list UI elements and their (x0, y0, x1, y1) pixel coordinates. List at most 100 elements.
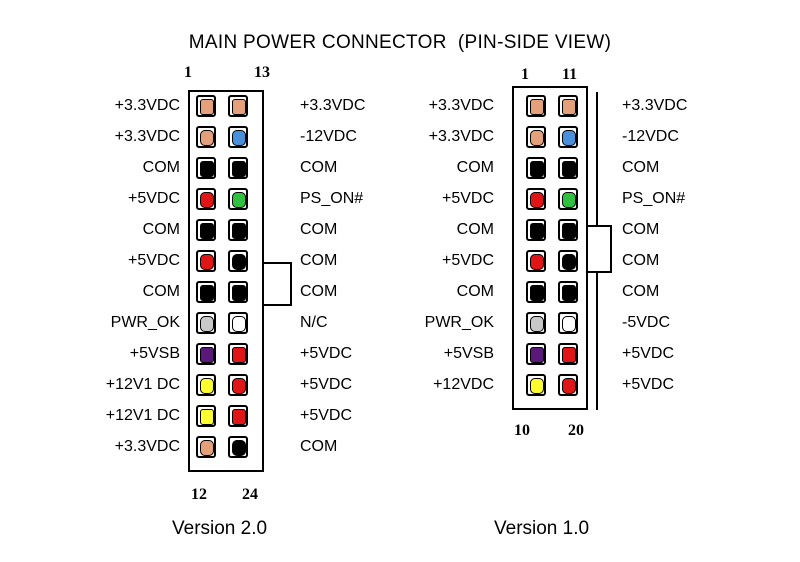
pin-right (228, 95, 248, 117)
pin-label-right: +3.3VDC (300, 97, 366, 114)
pin-left-wire-color (200, 409, 214, 425)
pin-number-bottom-left: 10 (514, 422, 530, 439)
pin-label-right: COM (300, 221, 338, 238)
pin-left-wire-color (530, 347, 544, 363)
pin-label-left: +5VDC (441, 252, 494, 269)
pin-left (526, 281, 546, 303)
pin-left-wire-color (200, 99, 214, 115)
pin-label-left: +5VDC (127, 190, 180, 207)
pin-right (558, 157, 578, 179)
pin-label-left: PWR_OK (424, 314, 494, 331)
pin-label-right: COM (300, 252, 338, 269)
pin-right (228, 436, 248, 458)
pin-right-wire-color (562, 223, 576, 239)
pin-left-wire-color (530, 378, 544, 394)
pin-label-left: +5VSB (129, 345, 180, 362)
pin-right-wire-color (232, 347, 246, 363)
pin-label-left: +3.3VDC (114, 438, 180, 455)
pin-label-right: COM (622, 159, 660, 176)
pin-label-right: +5VDC (622, 345, 675, 362)
pin-label-right: -12VDC (300, 128, 357, 145)
pin-number-bottom-right: 20 (568, 422, 584, 439)
pin-left-wire-color (200, 440, 214, 456)
pin-right (558, 374, 578, 396)
pin-left (196, 281, 216, 303)
pin-right (558, 343, 578, 365)
pin-right (228, 374, 248, 396)
pin-left (196, 436, 216, 458)
pin-left (196, 95, 216, 117)
pin-label-left: +3.3VDC (428, 97, 494, 114)
pin-label-left: +12V1 DC (105, 376, 180, 393)
pin-label-right: COM (622, 221, 660, 238)
pin-left-wire-color (530, 285, 544, 301)
pin-right (558, 188, 578, 210)
pin-label-right: +5VDC (300, 407, 353, 424)
pin-right (558, 312, 578, 334)
pin-left (526, 95, 546, 117)
pin-left-wire-color (200, 223, 214, 239)
pin-label-right: PS_ON# (622, 190, 686, 207)
pin-label-right: -12VDC (622, 128, 679, 145)
version-label: Version 1.0 (494, 518, 590, 539)
pin-label-left: +5VDC (127, 252, 180, 269)
pin-left (196, 126, 216, 148)
pin-left (526, 312, 546, 334)
pin-right (228, 219, 248, 241)
pin-label-left: COM (142, 159, 180, 176)
pin-left-wire-color (200, 347, 214, 363)
pin-label-right: COM (622, 283, 660, 300)
pin-right-wire-color (232, 409, 246, 425)
pin-left-wire-color (530, 130, 544, 146)
pin-left-wire-color (200, 378, 214, 394)
pin-left (526, 188, 546, 210)
pin-left (196, 219, 216, 241)
pin-label-right: -5VDC (622, 314, 671, 331)
pin-right (228, 312, 248, 334)
pin-right (228, 157, 248, 179)
pin-label-left: +12V1 DC (105, 407, 180, 424)
pin-right-wire-color (232, 285, 246, 301)
pin-right (228, 343, 248, 365)
pin-label-left: PWR_OK (110, 314, 180, 331)
pin-left (196, 157, 216, 179)
pin-left (526, 250, 546, 272)
pin-number-bottom-left: 12 (191, 486, 207, 503)
pin-label-left: +5VDC (441, 190, 494, 207)
pin-right-wire-color (232, 440, 246, 456)
pin-label-right: +3.3VDC (622, 97, 688, 114)
pin-right-wire-color (562, 192, 576, 208)
pin-right (558, 250, 578, 272)
pin-label-left: COM (456, 283, 494, 300)
pin-right-wire-color (562, 130, 576, 146)
pin-label-right: +5VDC (622, 376, 675, 393)
pin-left (196, 405, 216, 427)
pin-left-wire-color (200, 161, 214, 177)
pin-label-right: N/C (300, 314, 328, 331)
pin-right-wire-color (562, 161, 576, 177)
pin-label-left: +3.3VDC (114, 128, 180, 145)
pin-label-right: PS_ON# (300, 190, 364, 207)
pin-label-left: +3.3VDC (114, 97, 180, 114)
latch-tab (262, 262, 292, 306)
pin-label-right: +5VDC (300, 345, 353, 362)
pin-label-left: +3.3VDC (428, 128, 494, 145)
pin-left-wire-color (200, 254, 214, 270)
pin-left-wire-color (530, 192, 544, 208)
pin-right (228, 250, 248, 272)
pin-right-wire-color (562, 347, 576, 363)
pin-left-wire-color (200, 285, 214, 301)
pin-label-left: +12VDC (433, 376, 494, 393)
pin-label-left: COM (142, 221, 180, 238)
latch-tab (586, 225, 612, 273)
pin-right (228, 405, 248, 427)
pin-left-wire-color (530, 99, 544, 115)
pin-right (558, 219, 578, 241)
pin-label-right: COM (300, 438, 338, 455)
pin-left (196, 188, 216, 210)
pin-left (196, 343, 216, 365)
pin-left-wire-color (200, 130, 214, 146)
pin-right-wire-color (232, 254, 246, 270)
pin-label-right: COM (622, 252, 660, 269)
pin-label-left: COM (142, 283, 180, 300)
